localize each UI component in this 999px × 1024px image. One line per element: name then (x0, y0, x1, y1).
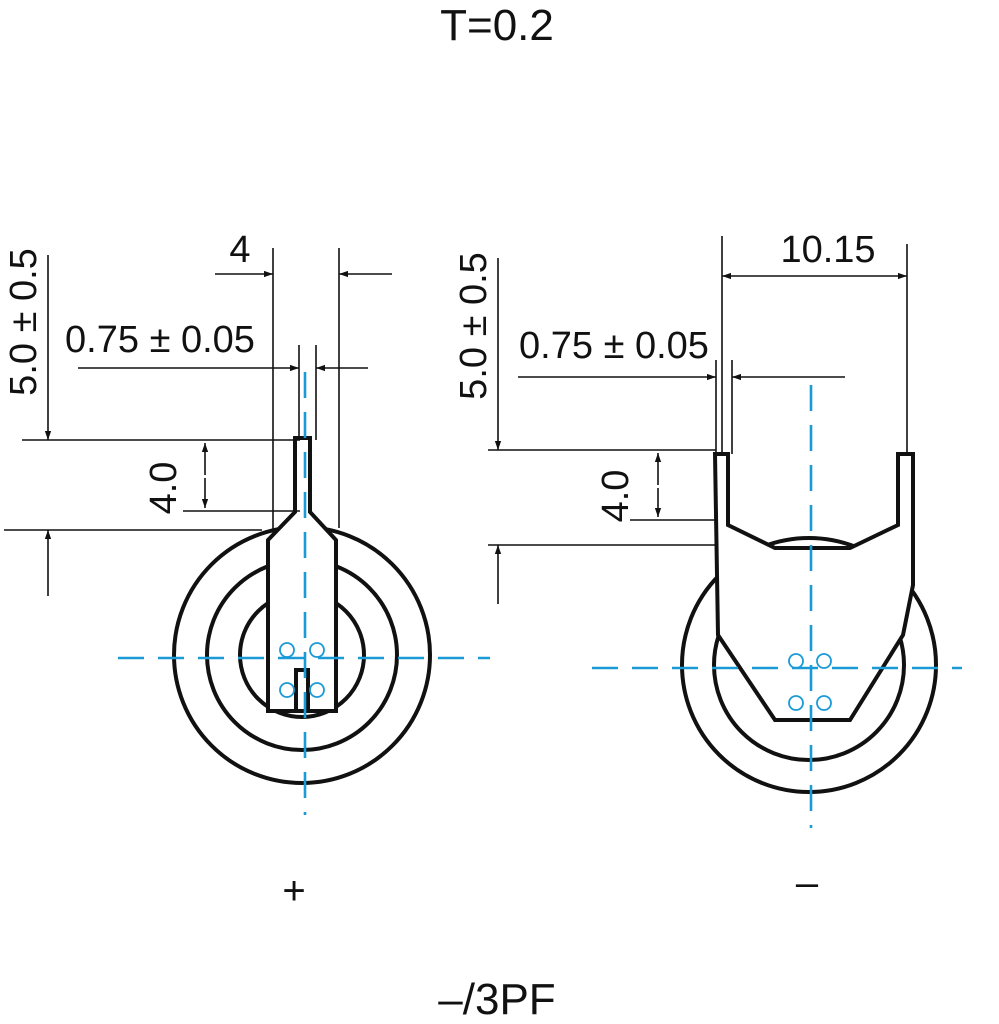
plus-view: 4 0.75 ± 0.05 5.0 ± 0.5 4.0 + (3, 229, 490, 913)
minus-neck-length-label: 4.0 (595, 470, 637, 523)
weld-point (816, 653, 832, 669)
minus-tab-span-dimension: 10.15 (721, 229, 908, 454)
plus-lead-length-dimension: 5.0 ± 0.5 (3, 248, 300, 596)
plus-tab-width-label: 4 (229, 229, 250, 271)
plus-tab-width-dimension: 4 (215, 229, 392, 530)
weld-point (309, 682, 325, 698)
plus-lead-width-label: 0.75 ± 0.05 (65, 319, 255, 361)
weld-point (788, 695, 804, 711)
minus-lead-width-dimension: 0.75 ± 0.05 (518, 325, 845, 454)
plus-neck-length-label: 4.0 (143, 462, 185, 515)
thickness-label: T=0.2 (440, 1, 554, 50)
plus-lead-length-label: 5.0 ± 0.5 (3, 248, 45, 396)
plus-lead-width-dimension: 0.75 ± 0.05 (65, 319, 368, 440)
weld-point (309, 642, 325, 658)
minus-neck-length-dimension: 4.0 (595, 453, 716, 522)
plus-polarity-label: + (282, 869, 305, 913)
weld-point (816, 695, 832, 711)
weld-point (279, 682, 295, 698)
plus-neck-length-dimension: 4.0 (143, 443, 300, 514)
minus-lead-width-label: 0.75 ± 0.05 (519, 325, 709, 367)
minus-tab (712, 452, 915, 722)
part-number-label: –/3PF (438, 975, 555, 1024)
minus-view: 10.15 0.75 ± 0.05 5.0 ± 0.5 4.0 – (453, 229, 962, 905)
minus-tab-span-label: 10.15 (780, 229, 875, 271)
minus-lead-length-dimension: 5.0 ± 0.5 (453, 252, 716, 604)
minus-lead-length-label: 5.0 ± 0.5 (453, 252, 495, 400)
minus-polarity-label: – (796, 861, 819, 905)
plus-tab-slot (294, 668, 310, 713)
minus-outer-ring (680, 536, 938, 794)
